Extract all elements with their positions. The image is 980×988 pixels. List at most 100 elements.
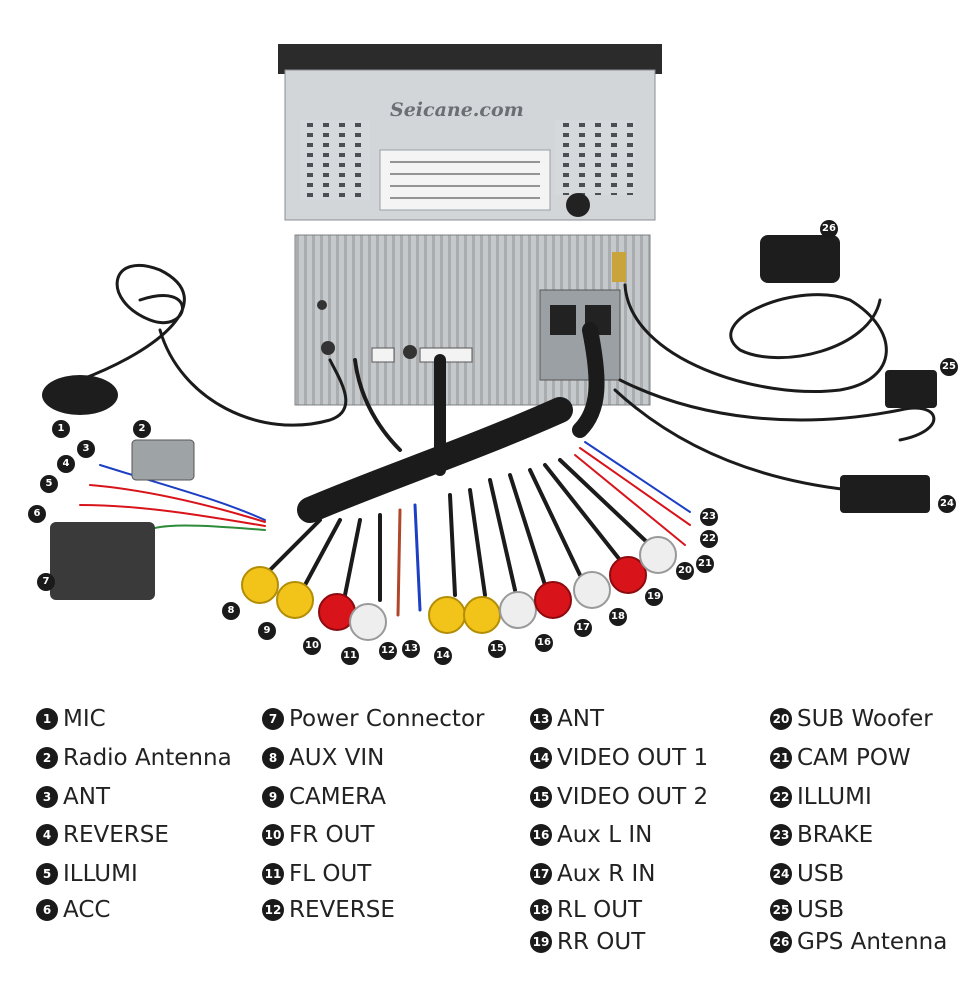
legend-label: Aux L IN [557,822,653,848]
callout-badge: 3 [77,440,95,458]
rca-sub-woofer-icon [639,536,677,574]
legend-number-badge: 24 [770,863,792,885]
callout-badge: 9 [258,622,276,640]
legend-label: Radio Antenna [63,745,232,771]
rca-video-out-1-icon [428,596,466,634]
wiring-diagram: Seicane.com [28,44,958,665]
rca-rr-out-icon [609,556,647,594]
rca-camera-icon [276,581,314,619]
legend-number-badge: 17 [530,863,552,885]
rca-header [419,347,473,363]
callout-badge: 22 [700,530,718,548]
callout-badge: 26 [820,220,838,238]
cables [78,263,936,617]
legend-label: ANT [557,706,604,732]
legend-label: BRAKE [797,822,874,848]
rca-video-out-2-icon [463,596,501,634]
legend-number-badge: 7 [262,708,284,730]
callout-badge: 6 [28,505,46,523]
rca-fl-out-icon [349,603,387,641]
callout-badge: 11 [341,647,359,665]
legend-label: REVERSE [63,822,169,848]
callout-badge: 12 [379,642,397,660]
power-connector-icon [50,522,155,600]
legend-number-badge: 10 [262,824,284,846]
rca-plugs [241,536,677,641]
callout-badge: 18 [609,608,627,626]
rca-rl-out-icon [573,571,611,609]
callout-badge: 13 [402,640,420,658]
callout-badge: 4 [57,455,75,473]
callout-badge: 24 [938,495,956,513]
rca-aux-vin-icon [241,566,279,604]
rca-aux-l-in-icon [499,591,537,629]
legend-label: GPS Antenna [797,929,948,955]
brand-watermark: Seicane.com [390,99,524,121]
legend-label: SUB Woofer [797,706,933,732]
callout-badge: 7 [37,573,55,591]
legend-label: Power Connector [289,706,485,732]
callout-badge: 20 [676,562,694,580]
callout-badge: 14 [434,647,452,665]
rca-aux-r-in-icon [534,581,572,619]
radio-antenna-adapter-icon [131,439,195,481]
legend-number-badge: 5 [36,863,58,885]
legend-label: FL OUT [289,861,372,887]
legend-number-badge: 11 [262,863,284,885]
legend-number-badge: 8 [262,747,284,769]
legend-number-badge: 14 [530,747,552,769]
legend-number-badge: 18 [530,899,552,921]
legend-label: ILLUMI [63,861,138,887]
legend-number-badge: 3 [36,786,58,808]
callout-badge: 17 [574,619,592,637]
callout-badge: 23 [700,508,718,526]
legend-number-badge: 1 [36,708,58,730]
legend-number-badge: 2 [36,747,58,769]
usb-connector-icon [885,370,937,408]
callout-badge: 1 [52,420,70,438]
callout-badge: 10 [303,637,321,655]
legend-label: CAM POW [797,745,911,771]
legend-number-badge: 13 [530,708,552,730]
legend-label: FR OUT [289,822,375,848]
gps-connector-icon [612,252,626,282]
legend-number-badge: 20 [770,708,792,730]
legend-number-badge: 15 [530,786,552,808]
legend-number-badge: 26 [770,931,792,953]
legend-label: ACC [63,897,111,923]
legend-label: MIC [63,706,106,732]
callout-badge: 25 [940,358,958,376]
legend-label: ANT [63,784,110,810]
legend-number-badge: 25 [770,899,792,921]
callout-badge: 21 [696,555,714,573]
callout-badge: 5 [40,475,58,493]
legend-number-badge: 19 [530,931,552,953]
harness-socket-left [550,305,576,335]
legend-label: ILLUMI [797,784,872,810]
legend-number-badge: 21 [770,747,792,769]
legend-label: Aux R IN [557,861,656,887]
legend-number-badge: 9 [262,786,284,808]
callout-badge: 19 [645,588,663,606]
legend-number-badge: 22 [770,786,792,808]
